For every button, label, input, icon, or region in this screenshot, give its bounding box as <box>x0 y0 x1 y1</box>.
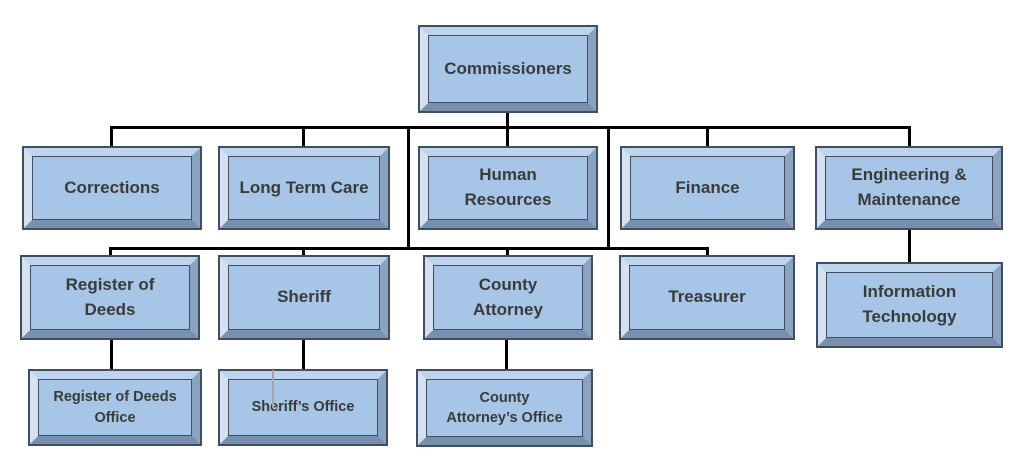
node-bevel-frame: Engineering & Maintenance <box>817 148 1001 228</box>
node-face: County Attorney <box>433 265 583 330</box>
org-node-county-attorney: County Attorney <box>423 255 593 340</box>
node-label: Register of Deeds Office <box>53 389 177 426</box>
org-node-long-term-care: Long Term Care <box>218 146 390 230</box>
connector-information-technology <box>908 230 911 262</box>
node-face: Sheriff <box>228 265 380 330</box>
org-node-sheriffs-office: Sheriff’s Office <box>218 369 388 446</box>
org-node-corrections: Corrections <box>22 146 202 230</box>
node-label: Human Resources <box>464 165 552 209</box>
org-node-engineering-maintenance: Engineering & Maintenance <box>815 146 1003 230</box>
node-bevel-frame: County Attorney’s Office <box>418 371 591 445</box>
org-node-information-technology: Information Technology <box>816 262 1003 348</box>
node-face: Commissioners <box>428 35 588 103</box>
node-face: Long Term Care <box>228 156 380 220</box>
node-face: Information Technology <box>826 272 993 338</box>
node-label: Treasurer <box>668 287 746 307</box>
node-bevel-frame: Register of Deeds <box>22 257 198 338</box>
connector-vertical-right-to-tier2 <box>607 126 610 250</box>
connector-sheriffs-office <box>302 340 305 369</box>
connector-county-attorneys-office <box>505 340 508 369</box>
org-node-sheriff: Sheriff <box>218 255 390 340</box>
connector-drop-finance <box>706 126 709 146</box>
node-face: County Attorney’s Office <box>426 379 583 437</box>
org-node-finance: Finance <box>620 146 795 230</box>
node-bevel-frame: Finance <box>622 148 793 228</box>
node-face: Register of Deeds <box>30 265 190 330</box>
node-bevel-frame: Treasurer <box>621 257 793 338</box>
connector-drop-county-attorney <box>506 247 509 257</box>
org-node-commissioners: Commissioners <box>418 25 598 113</box>
connector-bus-tier1 <box>110 126 911 129</box>
org-node-county-attorneys-office: County Attorney’s Office <box>416 369 593 447</box>
org-node-register-of-deeds-office: Register of Deeds Office <box>28 369 202 446</box>
node-bevel-frame: Information Technology <box>818 264 1001 346</box>
node-face: Register of Deeds Office <box>38 379 192 436</box>
connector-drop-corrections <box>110 126 113 146</box>
node-bevel-frame: Register of Deeds Office <box>30 371 200 444</box>
node-label: Information Technology <box>862 282 957 326</box>
org-node-register-of-deeds: Register of Deeds <box>20 255 200 340</box>
node-bevel-frame: Commissioners <box>420 27 596 111</box>
node-face: Corrections <box>32 156 192 220</box>
connector-drop-treasurer <box>706 247 709 257</box>
node-face: Treasurer <box>629 265 785 330</box>
node-label: Sheriff <box>277 287 331 307</box>
node-bevel-frame: County Attorney <box>425 257 591 338</box>
node-label: Commissioners <box>444 58 572 78</box>
node-face: Sheriff’s Office <box>228 379 378 436</box>
node-bevel-frame: Sheriff’s Office <box>220 371 386 444</box>
node-label: Long Term Care <box>239 177 369 197</box>
node-bevel-frame: Sheriff <box>220 257 388 338</box>
stray-line-artifact <box>272 370 274 408</box>
node-label: Corrections <box>64 177 160 197</box>
node-label: Register of Deeds <box>65 274 155 319</box>
connector-bus-tier2 <box>109 247 709 250</box>
connector-register-of-deeds-office <box>110 340 113 369</box>
connector-vertical-left-to-tier2 <box>407 126 410 250</box>
connector-drop-long-term-care <box>302 126 305 146</box>
node-face: Engineering & Maintenance <box>825 156 993 220</box>
node-label: Sheriff’s Office <box>251 399 355 416</box>
connector-drop-register-of-deeds <box>109 247 112 257</box>
connector-commissioners-stub <box>506 113 509 146</box>
org-node-human-resources: Human Resources <box>418 146 598 230</box>
node-label: Engineering & Maintenance <box>851 165 967 209</box>
node-bevel-frame: Human Resources <box>420 148 596 228</box>
node-label: County Attorney’s Office <box>446 389 563 426</box>
node-bevel-frame: Corrections <box>24 148 200 228</box>
org-node-treasurer: Treasurer <box>619 255 795 340</box>
node-label: County Attorney <box>473 274 543 319</box>
node-face: Human Resources <box>428 156 588 220</box>
connector-drop-engineering-maintenance <box>908 126 911 146</box>
node-label: Finance <box>675 177 740 197</box>
node-face: Finance <box>630 156 785 220</box>
connector-drop-sheriff <box>302 247 305 257</box>
node-bevel-frame: Long Term Care <box>220 148 388 228</box>
